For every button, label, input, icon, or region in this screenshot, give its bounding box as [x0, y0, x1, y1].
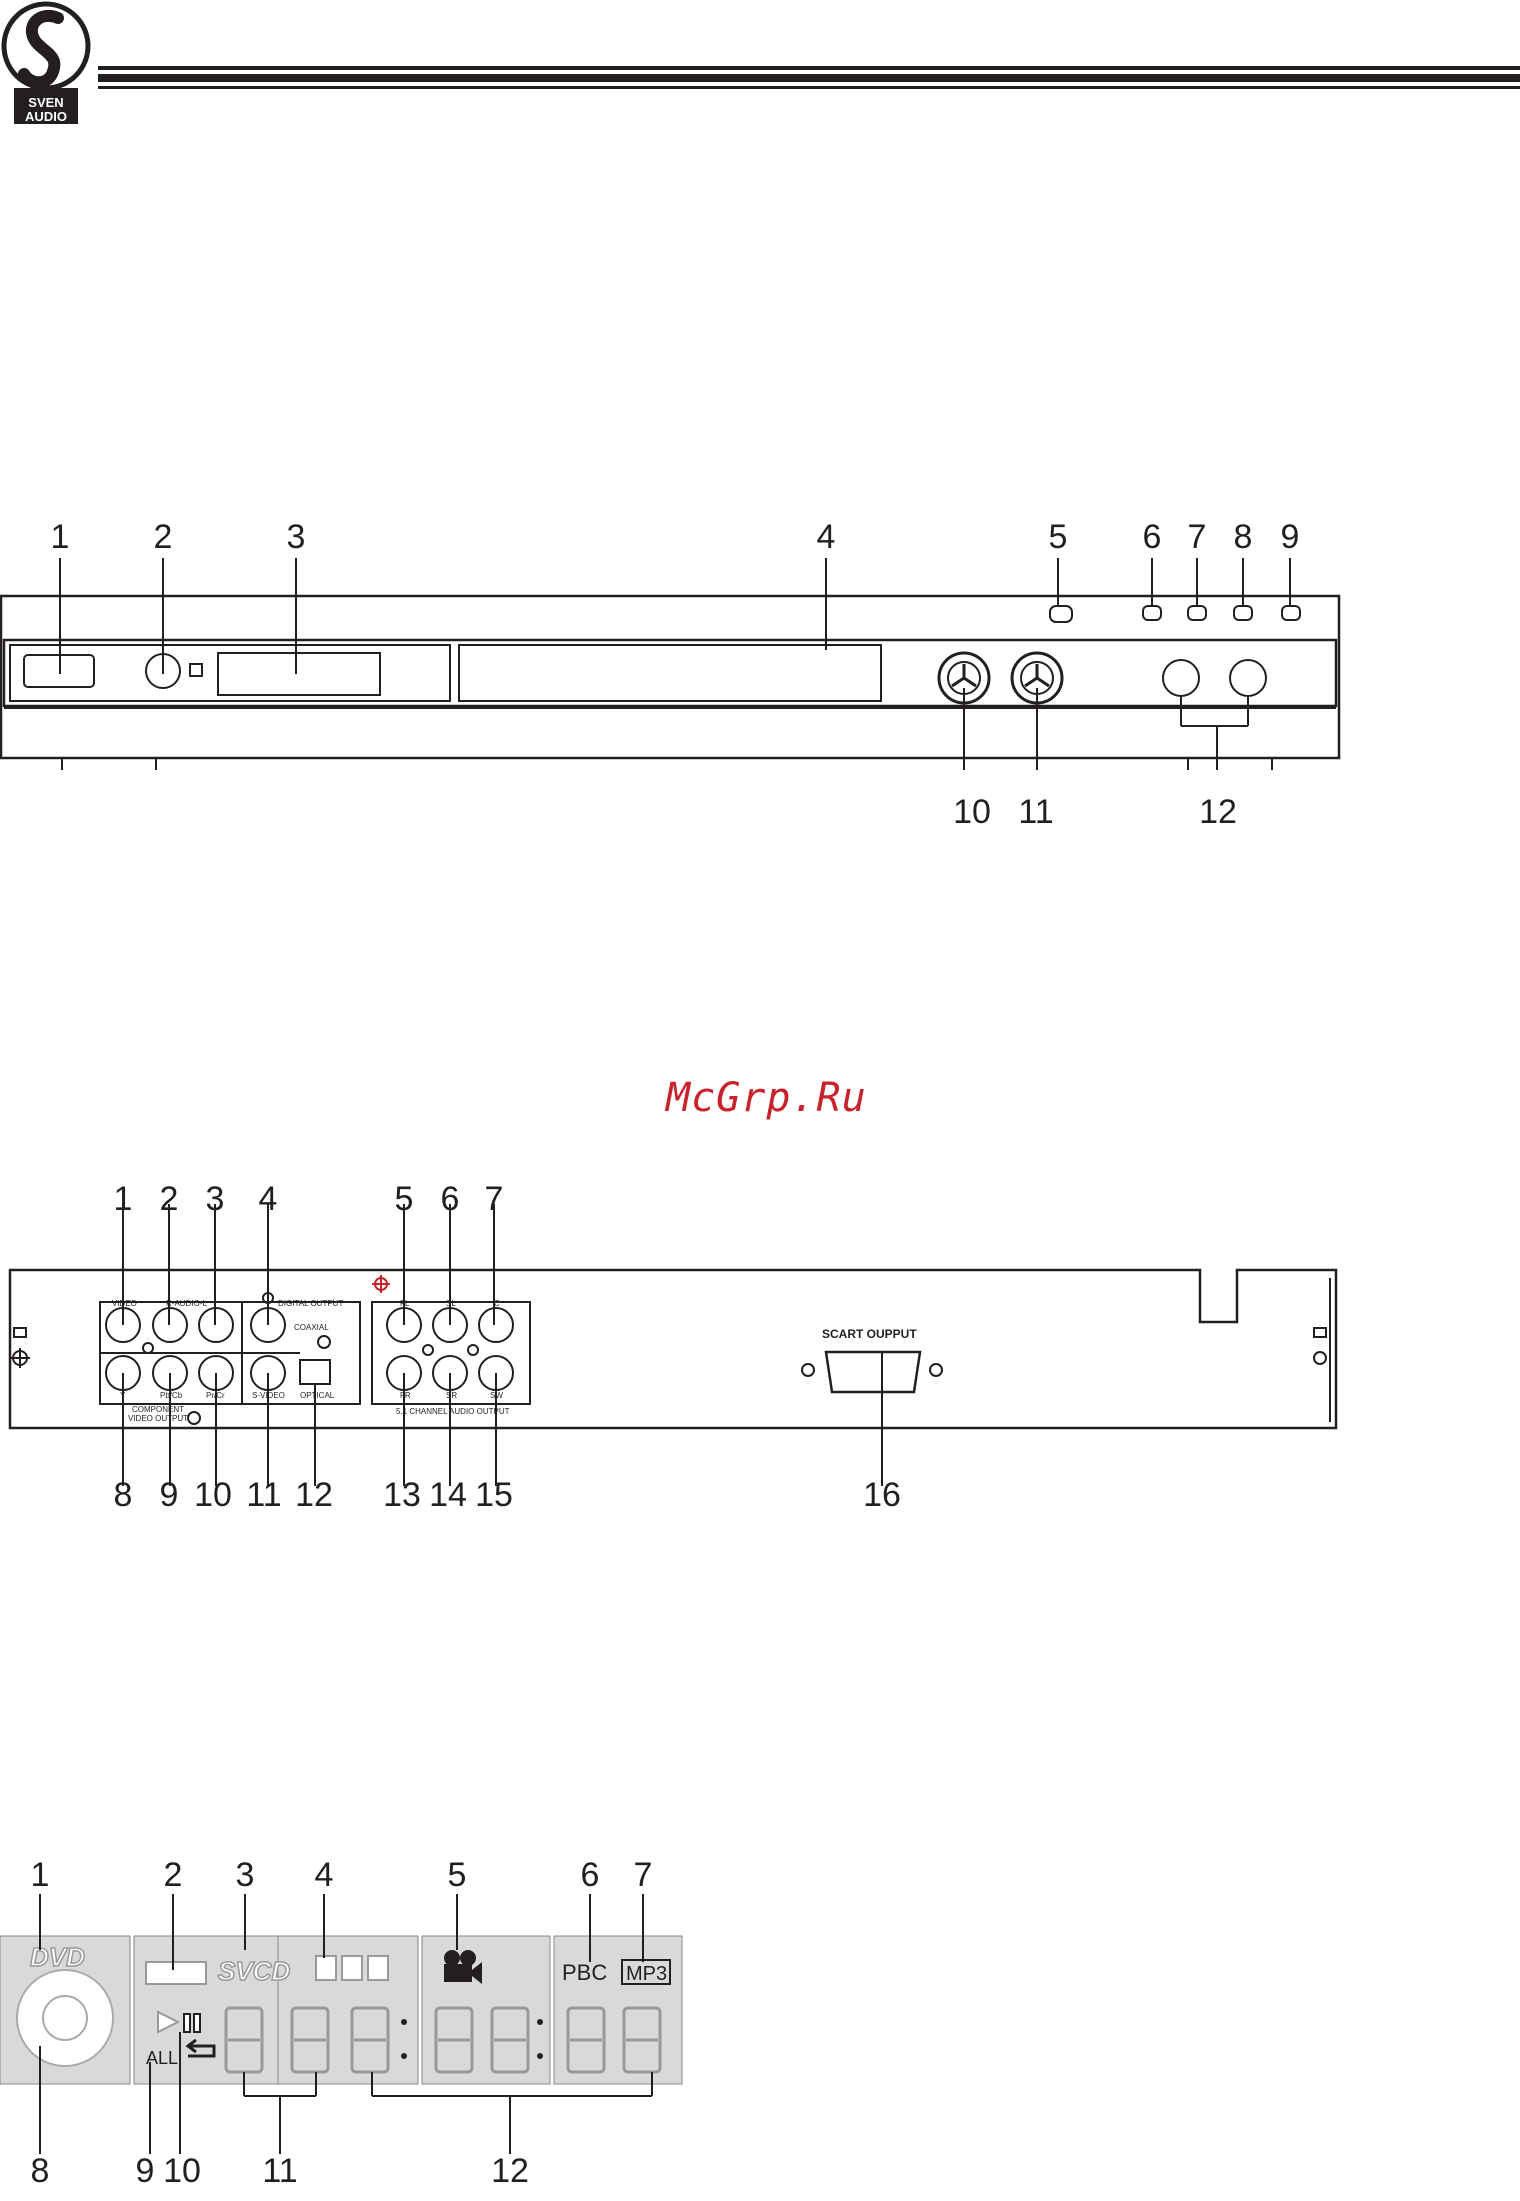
front-callout-12: 12: [1199, 795, 1237, 829]
label-channel-output: 5.1 CHANNEL AUDIO OUTPUT: [396, 1407, 510, 1416]
label-sl: SL: [446, 1299, 456, 1308]
label-optical: OPTICAL: [300, 1391, 335, 1400]
label-sw: SW: [490, 1391, 503, 1400]
label-y: Y: [120, 1391, 126, 1400]
display-panel-diagram: 1 2 3 4 5 6 7: [0, 1850, 700, 2201]
label-s-video: S-VIDEO: [252, 1391, 285, 1400]
front-panel-diagram: 1 2 3 4 5 6 7 8 9: [0, 500, 1520, 840]
label-svcd: SVCD: [218, 1956, 290, 1986]
front-callout-2: 2: [154, 520, 173, 554]
display-callout-12: 12: [491, 2154, 529, 2188]
header: SVEN AUDIO: [0, 0, 1520, 130]
rear-callout-13: 13: [383, 1478, 421, 1512]
front-callout-9: 9: [1281, 520, 1300, 554]
rear-callout-10: 10: [194, 1478, 232, 1512]
display-callout-8: 8: [31, 2154, 50, 2188]
rear-callout-15: 15: [475, 1478, 513, 1512]
label-pbc: PBC: [562, 1960, 607, 1985]
display-callout-11: 11: [262, 2154, 297, 2188]
rear-callout-12: 12: [295, 1478, 333, 1512]
label-sr: SR: [446, 1391, 457, 1400]
label-audio: R-AUDIO-L: [166, 1299, 207, 1308]
rear-callout-9: 9: [160, 1478, 179, 1512]
label-pb-cb: Pb/Cb: [160, 1391, 183, 1400]
front-callout-10: 10: [953, 795, 991, 829]
rear-panel-diagram: 1 2 3 4 5 6 7: [0, 1170, 1520, 1530]
rear-callout-8: 8: [114, 1478, 133, 1512]
label-coaxial: COAXIAL: [294, 1323, 329, 1332]
front-callout-3: 3: [287, 520, 306, 554]
rear-callout-14: 14: [429, 1478, 467, 1512]
rear-callout-11: 11: [246, 1478, 281, 1512]
rear-callout-16: 16: [863, 1478, 901, 1512]
logo-text-audio: AUDIO: [17, 110, 75, 123]
label-fl: FL: [400, 1299, 410, 1308]
label-scart: SCART OUPPUT: [822, 1327, 917, 1341]
label-digital-output: DIGITAL OUTPUT: [278, 1299, 343, 1308]
display-drawing: DVD SVCD PBC MP3 ALL: [0, 1850, 700, 2201]
header-rule: [98, 64, 1520, 94]
front-callout-4: 4: [817, 520, 836, 554]
label-dvd-logo: DVD: [30, 1942, 85, 1972]
label-pr-cr: Pr/Cr: [206, 1391, 225, 1400]
front-callout-6: 6: [1143, 520, 1162, 554]
label-c: C: [494, 1299, 500, 1308]
display-callout-9: 9: [136, 2154, 155, 2188]
label-video: VIDEO: [112, 1299, 137, 1308]
front-callout-5: 5: [1049, 520, 1068, 554]
front-callout-11: 11: [1018, 795, 1053, 829]
front-callout-8: 8: [1234, 520, 1253, 554]
display-callout-10: 10: [163, 2154, 201, 2188]
label-component-2: VIDEO OUTPUT: [128, 1414, 188, 1423]
logo-text-sven: SVEN: [17, 96, 75, 109]
watermark: McGrp.Ru: [666, 1075, 867, 1121]
front-panel-drawing: [0, 550, 1520, 770]
front-callout-1: 1: [51, 520, 70, 554]
label-fr: FR: [400, 1391, 411, 1400]
label-component-1: COMPONENT: [132, 1405, 184, 1414]
label-mp3: MP3: [626, 1963, 667, 1985]
front-callout-7: 7: [1188, 520, 1207, 554]
